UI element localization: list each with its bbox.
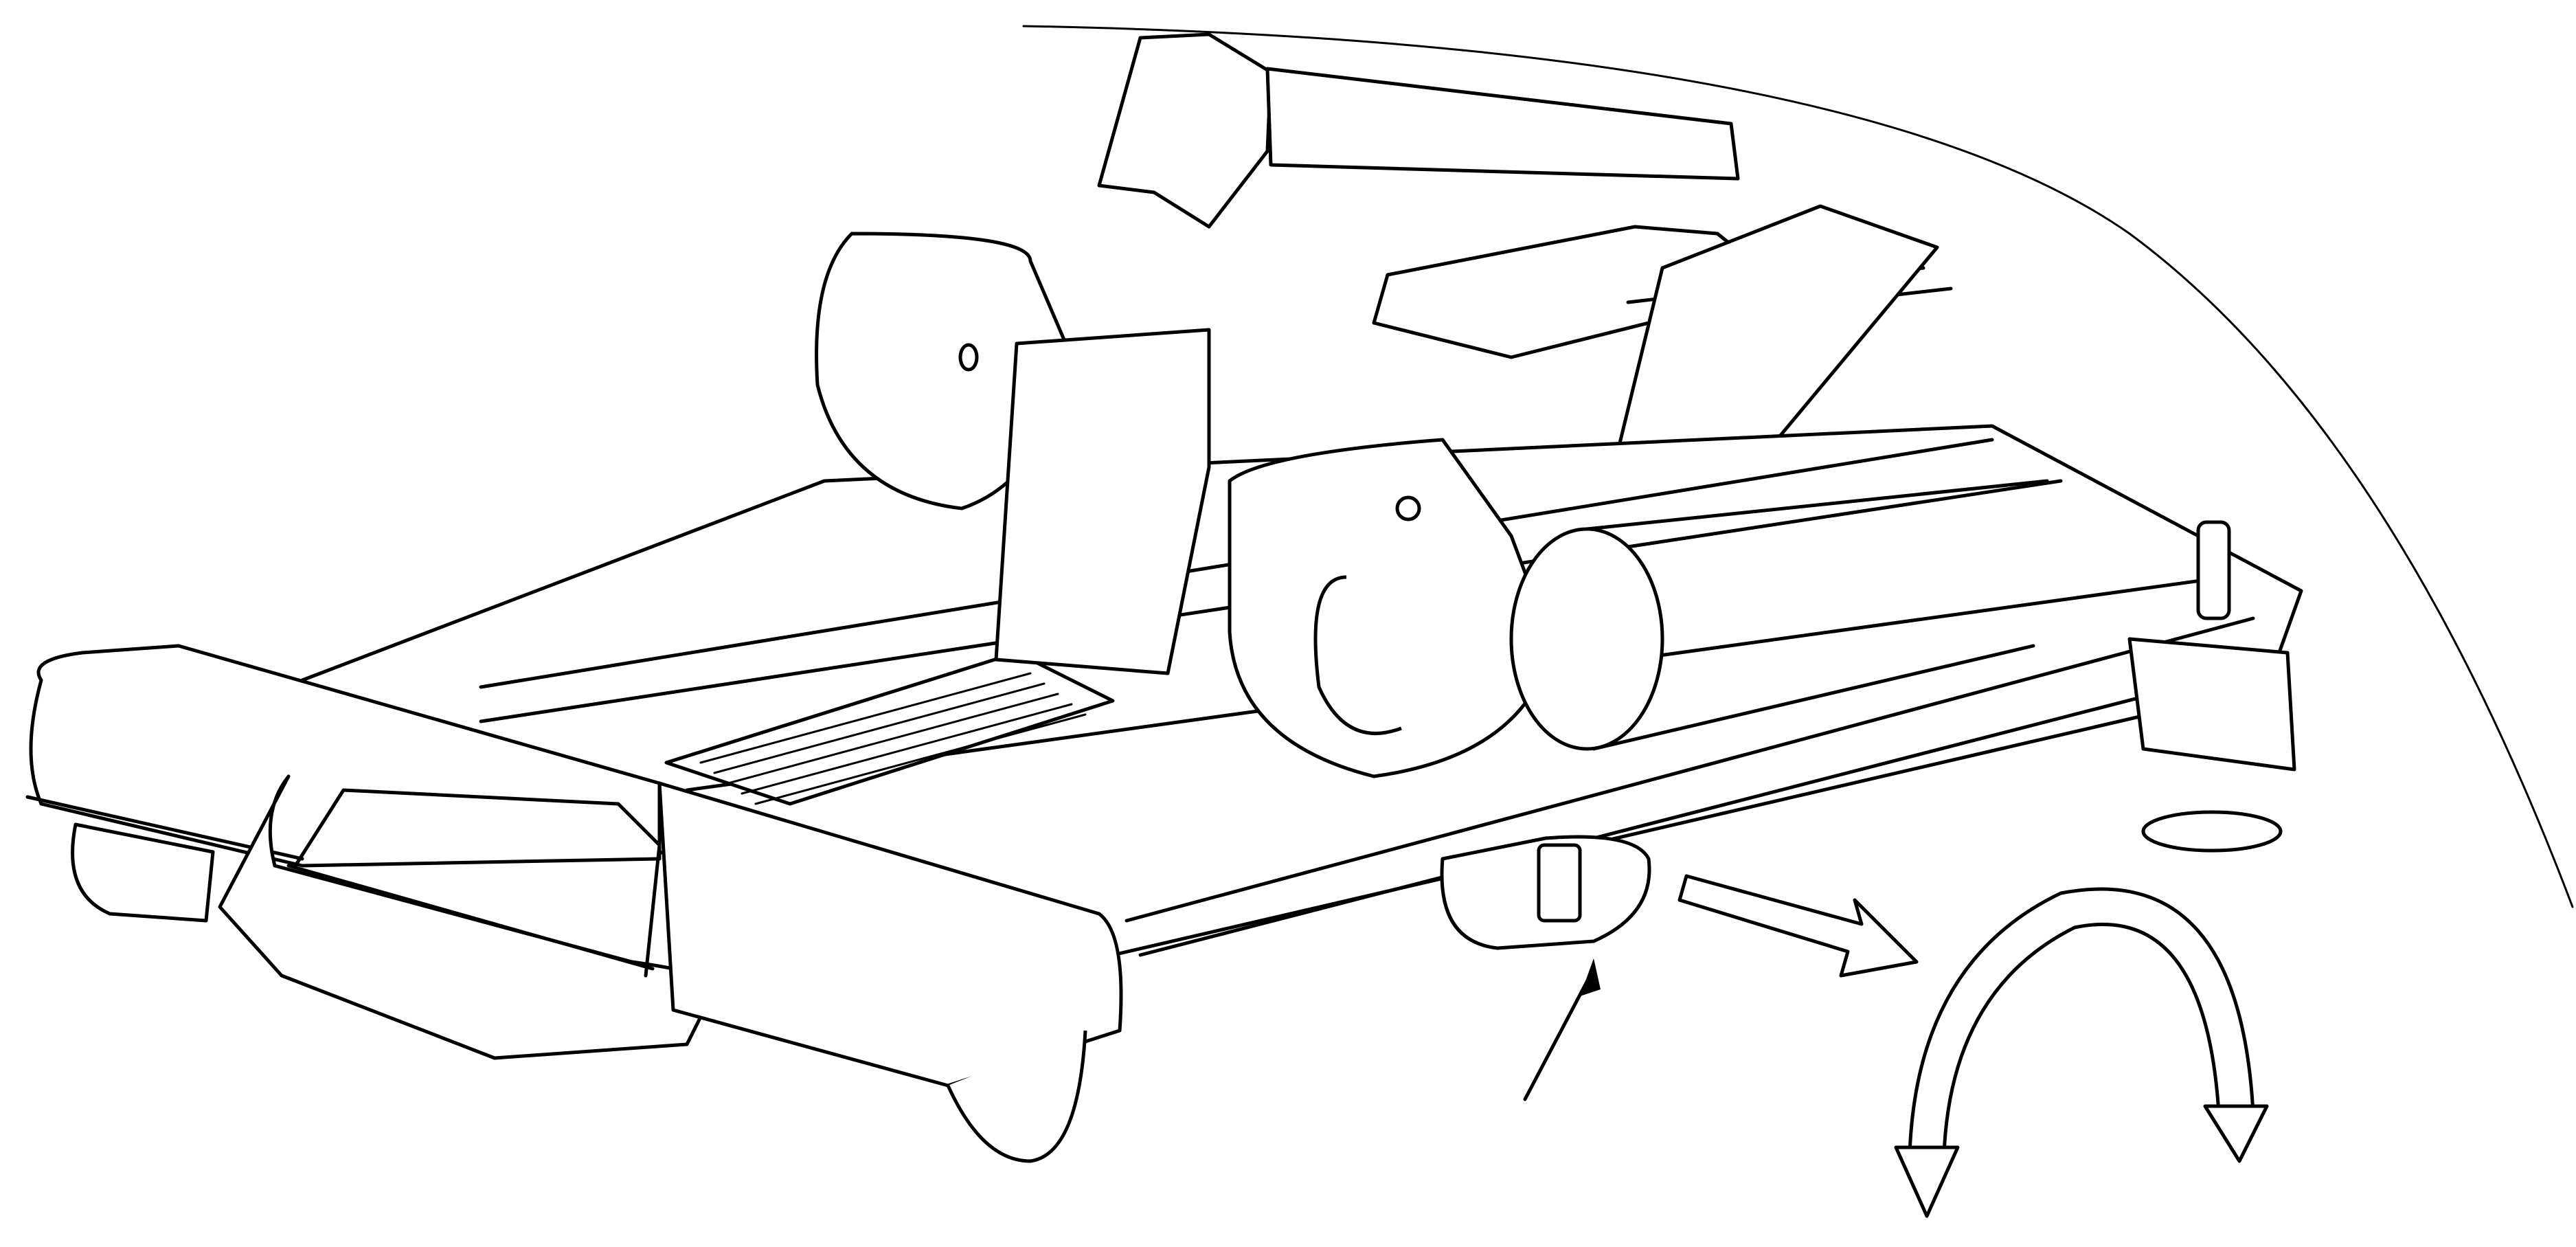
- right-stabilizer: [2127, 520, 2296, 853]
- pointer-arrow: [1523, 958, 1601, 1101]
- roller-cylinder: [1509, 479, 2049, 751]
- pull-direction-arrow: [1677, 874, 1919, 978]
- leveling-knob: [1440, 835, 1651, 950]
- right-end-cover: [657, 781, 1123, 1163]
- vent-grille: [664, 651, 1115, 806]
- pivot-housing: [815, 232, 1555, 778]
- detail-callout-arc: [1022, 25, 2574, 908]
- left-end-cap: [25, 644, 718, 1060]
- rotate-arrow: [1894, 887, 2269, 1218]
